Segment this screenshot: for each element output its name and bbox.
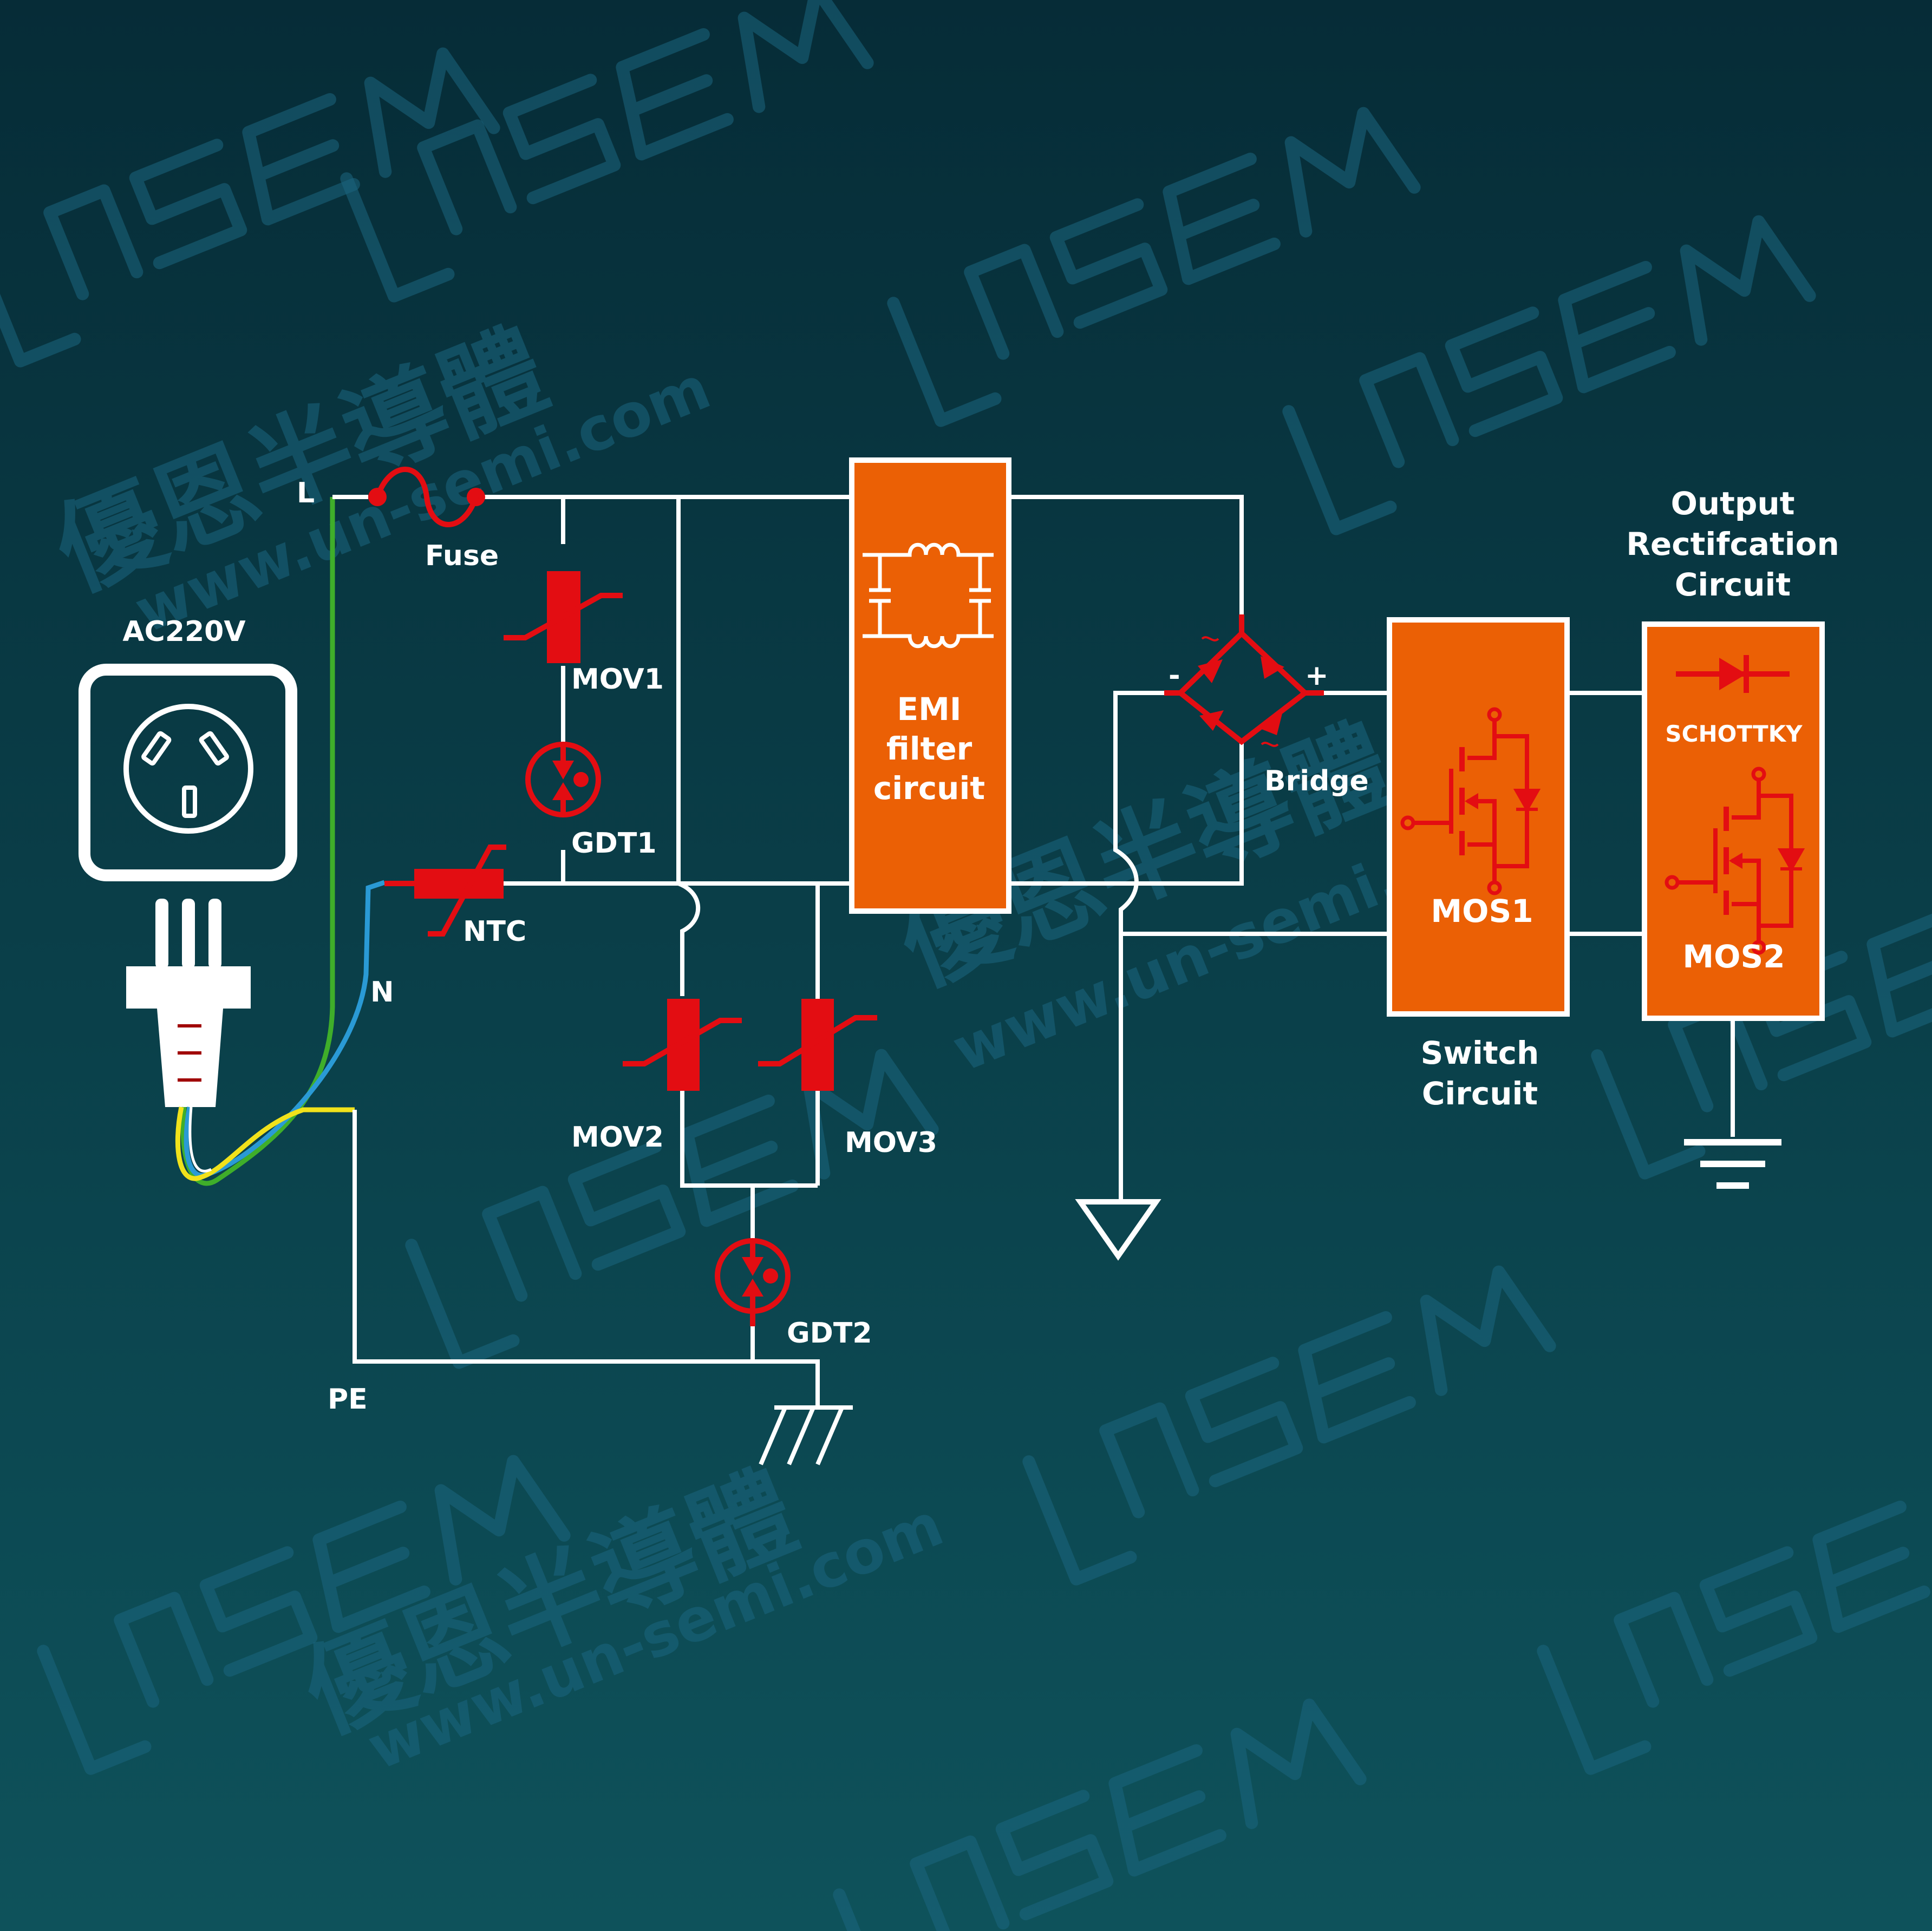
plug-pin: [155, 899, 168, 969]
emi-label-line3: circuit: [873, 770, 985, 807]
mov3-label: MOV3: [845, 1127, 937, 1159]
fuse-label: Fuse: [425, 540, 499, 572]
gdt1: GDT1: [525, 742, 657, 860]
socket-slot: [199, 731, 229, 766]
bridge-plus: +: [1305, 659, 1329, 692]
ac-plug: [126, 899, 251, 1107]
earth-label: PE: [328, 1383, 368, 1416]
ntc-label: NTC: [463, 915, 526, 948]
switch-circuit-block: MOS1 Switch Circuit: [1387, 617, 1570, 1112]
neutral-label: N: [370, 976, 394, 1009]
output-title-line1: Output: [1671, 485, 1795, 522]
emi-label-line2: filter: [886, 730, 972, 767]
plug-grip: [157, 1009, 223, 1107]
plug-pin: [208, 899, 221, 969]
switch-caption-line1: Switch: [1421, 1035, 1539, 1071]
power-cord: [175, 497, 386, 1186]
line-label: L: [297, 477, 315, 509]
gdt2-label: GDT2: [787, 1317, 872, 1350]
circuit-wires: [332, 495, 1735, 1408]
bridge-label: Bridge: [1264, 765, 1369, 797]
mov1: MOV1: [504, 571, 664, 696]
gdt1-label: GDT1: [571, 827, 657, 860]
mov2: MOV2: [571, 999, 742, 1154]
fuse: Fuse: [368, 467, 499, 572]
mos2-label: MOS2: [1682, 938, 1785, 975]
plug-body: [126, 966, 251, 1009]
earth-ground-symbol: [1684, 1139, 1781, 1189]
socket-frame: [79, 664, 297, 881]
mov3: MOV3: [758, 999, 937, 1159]
bridge-rectifier: - + Bridge: [1164, 614, 1369, 797]
switch-caption-line2: Circuit: [1422, 1075, 1538, 1112]
gdt2: GDT2: [715, 1238, 872, 1350]
ac-socket: AC220V: [79, 616, 297, 881]
output-title-line3: Circuit: [1675, 566, 1791, 603]
output-title-line2: Rectifcation: [1626, 526, 1839, 562]
wire-N: [184, 880, 386, 1178]
emi-filter-icon: [863, 542, 994, 649]
socket-label: AC220V: [122, 616, 245, 648]
mov2-label: MOV2: [571, 1121, 664, 1154]
ntc: NTC: [384, 845, 526, 948]
signal-ground-symbol: [1075, 1199, 1161, 1261]
chassis-ground-symbol: [759, 1405, 853, 1465]
output-rectification-block: Output Rectifcation Circuit SCHOTTKY MOS…: [1626, 485, 1839, 1021]
bridge-minus: -: [1169, 659, 1180, 692]
emi-label-line1: EMI: [897, 691, 962, 728]
schottky-label: SCHOTTKY: [1665, 721, 1803, 747]
mos1-label: MOS1: [1431, 893, 1533, 930]
socket-face: [123, 704, 253, 834]
plug-pin: [182, 899, 195, 969]
socket-slot: [182, 786, 197, 818]
emi-filter-block: EMI filter circuit: [849, 457, 1011, 914]
wire-PE: [175, 1107, 355, 1181]
mov1-label: MOV1: [571, 663, 664, 696]
schottky-diode-icon: [1676, 655, 1790, 693]
socket-slot: [141, 731, 172, 766]
